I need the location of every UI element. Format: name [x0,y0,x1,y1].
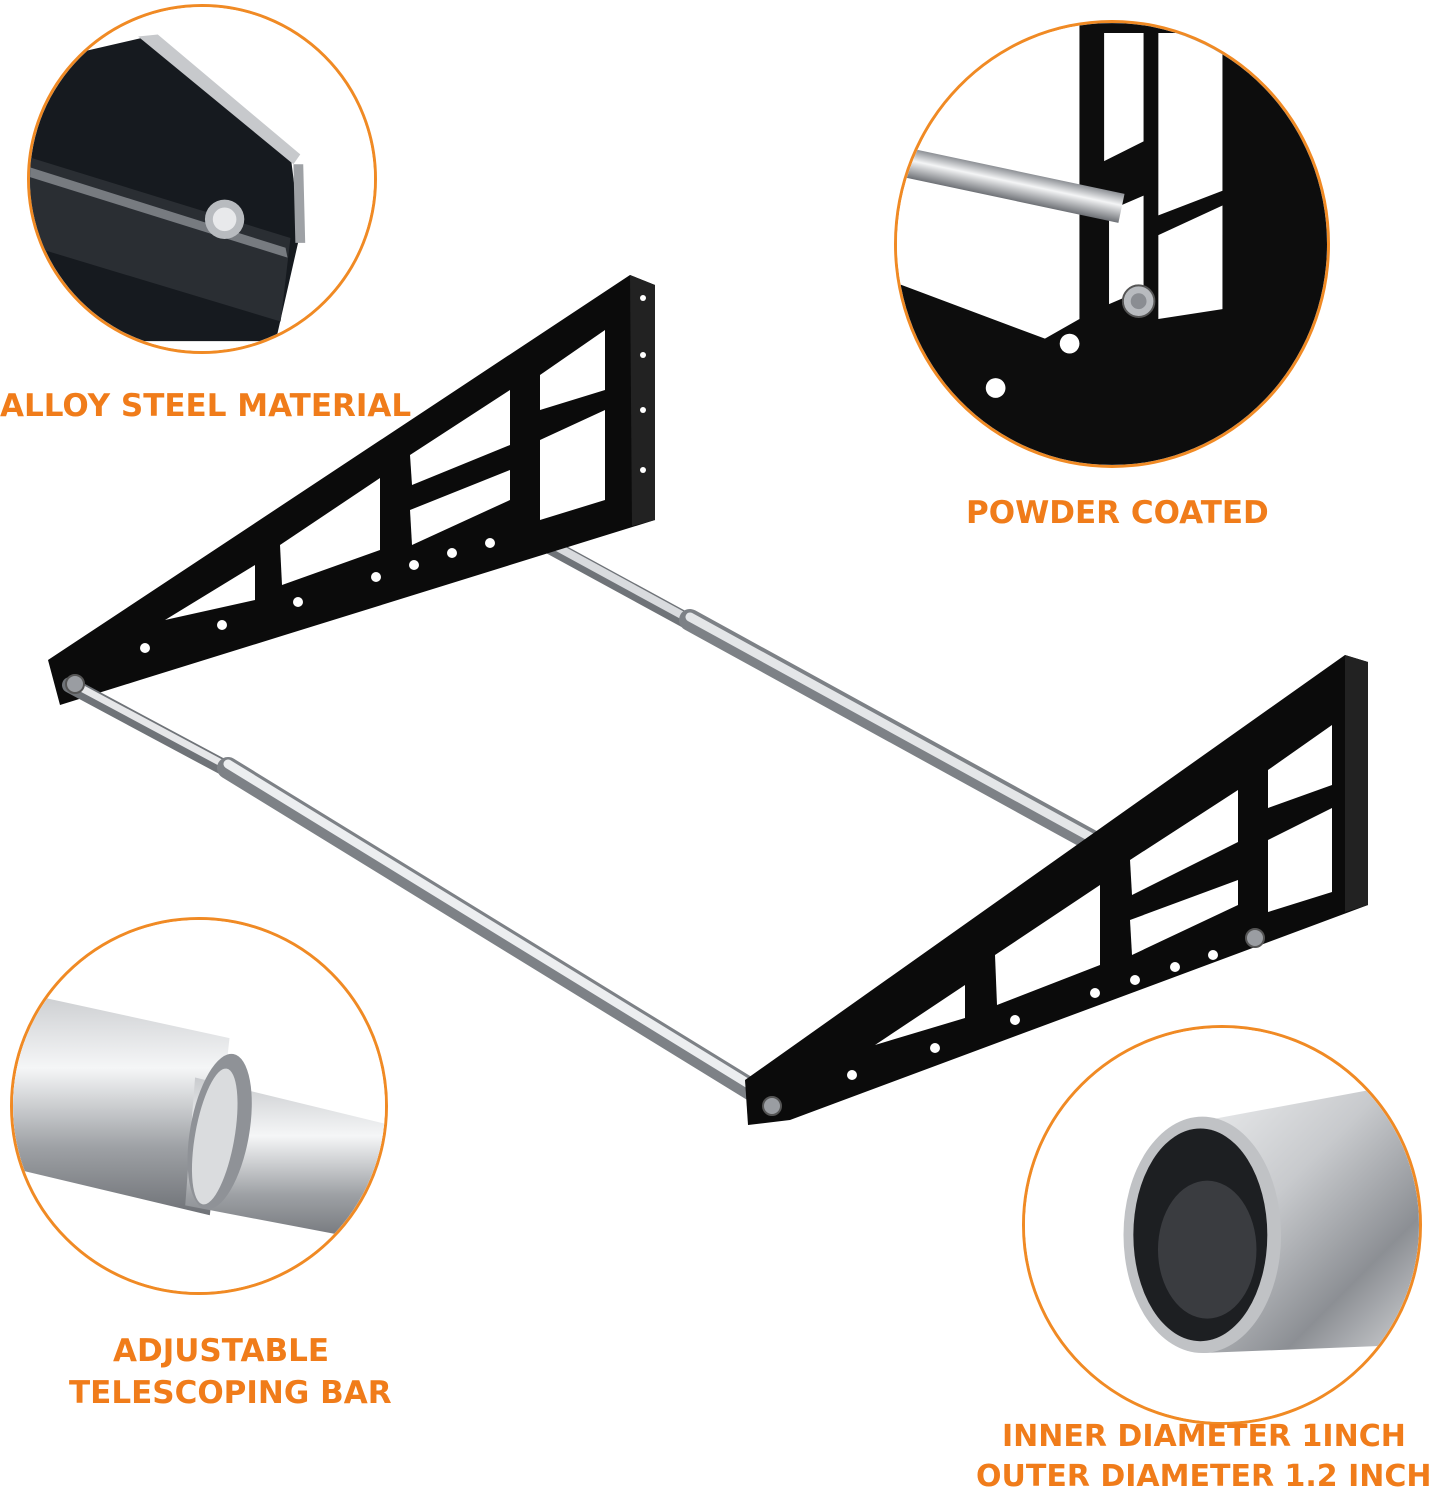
left-bracket [48,275,655,705]
right-bracket [745,655,1368,1125]
label-powder-coated: POWDER COATED [966,495,1269,531]
label-alloy-steel: ALLOY STEEL MATERIAL [0,388,412,424]
label-telescoping-line1: ADJUSTABLE [113,1333,330,1369]
detail-tube-diameter [1022,1025,1422,1425]
detail-powder-coated [894,20,1330,468]
label-telescoping-line2: TELESCOPING BAR [69,1375,392,1411]
telescoping-joint-closeup-icon [13,920,385,1292]
steel-edge-closeup-icon [30,7,374,351]
front-telescoping-bar [62,674,776,1109]
tube-end-closeup-icon [1025,1028,1419,1422]
detail-telescoping-bar [10,917,388,1295]
label-diameter-line1: INNER DIAMETER 1INCH [1002,1419,1406,1454]
bracket-joint-closeup-icon [897,23,1327,465]
label-diameter-line2: OUTER DIAMETER 1.2 INCH [976,1459,1432,1494]
detail-alloy-steel [27,4,377,354]
